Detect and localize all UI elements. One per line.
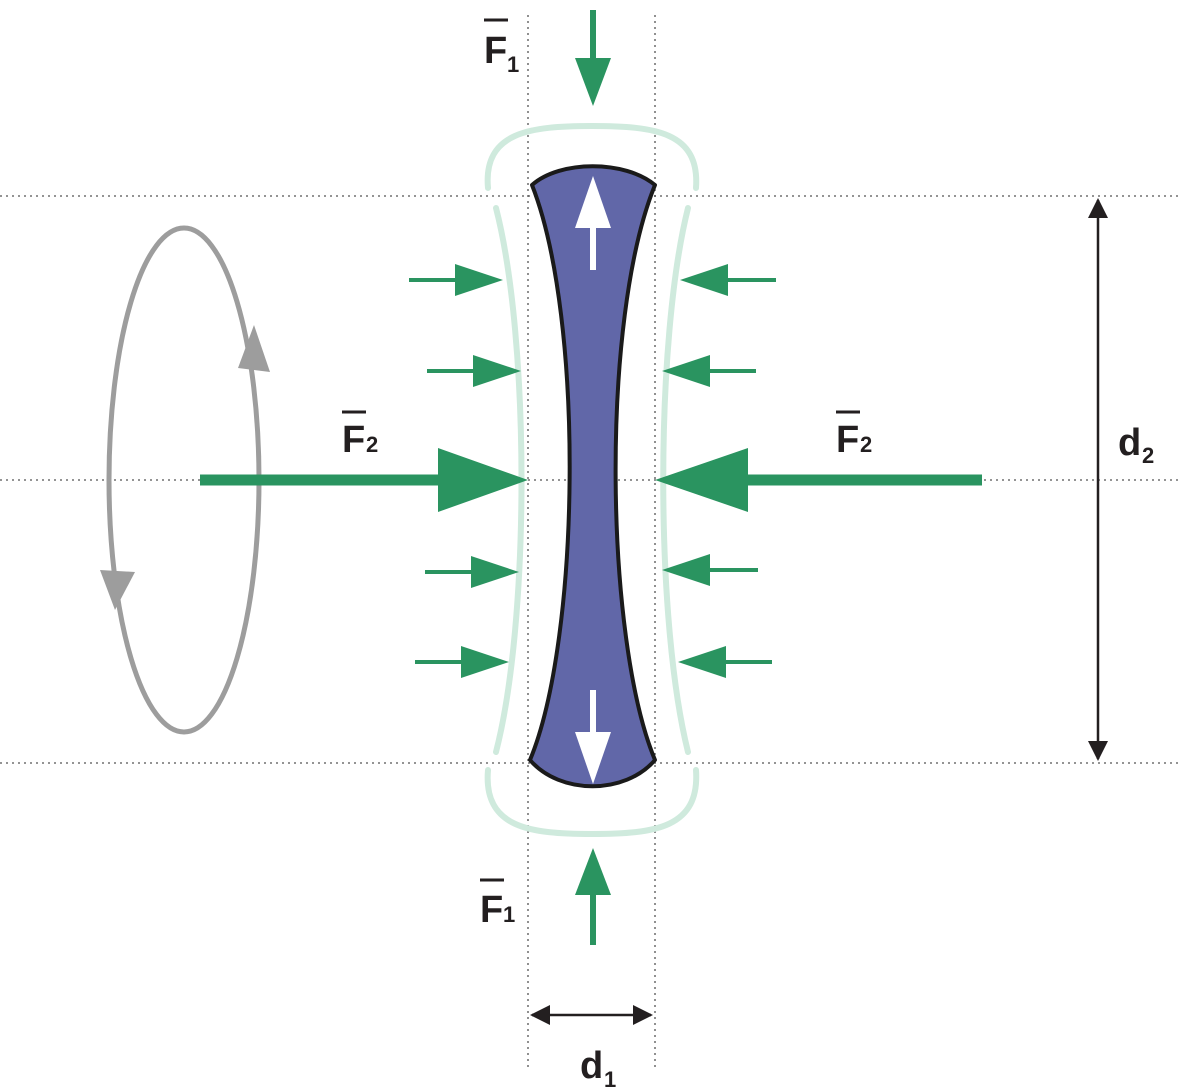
label-f2-left: F 2	[342, 410, 378, 461]
label-f1-top-main: F	[484, 30, 507, 72]
label-f1-top: F 1	[484, 18, 519, 77]
label-f1-bottom-sub: 1	[503, 902, 515, 927]
compression-arrow-right-1	[680, 264, 776, 296]
compression-arrows-right	[662, 264, 776, 678]
label-f2-right-sub: 2	[860, 432, 872, 457]
label-f2-left-sub: 2	[366, 432, 378, 457]
force-arrow-f1-bottom	[575, 848, 611, 945]
label-d1: d 1	[580, 1045, 616, 1089]
label-d2-main: d	[1118, 422, 1141, 464]
guide-lines	[0, 15, 1182, 1070]
force-arrow-f1-top	[575, 10, 611, 106]
cell-internal-arrow-down	[575, 690, 611, 784]
label-f1-top-sub: 1	[507, 52, 519, 77]
label-d2: d 2	[1118, 422, 1154, 468]
compression-arrow-left-2	[427, 355, 521, 387]
compression-arrow-right-4	[678, 646, 772, 678]
compression-arrow-left-3	[425, 556, 519, 588]
compression-arrow-right-3	[662, 554, 758, 586]
compression-arrow-right-2	[662, 355, 756, 387]
label-d1-sub: 1	[604, 1067, 616, 1089]
label-d1-main: d	[580, 1045, 603, 1087]
force-arrow-f2-left	[200, 448, 528, 512]
label-f2-right-main: F	[836, 419, 859, 461]
label-f1-bottom: F 1	[480, 878, 515, 931]
compression-arrows-left	[409, 264, 521, 678]
stretched-cell	[528, 164, 657, 789]
force-arrow-f2-right	[655, 448, 982, 512]
label-f2-right: F 2	[836, 410, 872, 461]
label-d2-sub: 2	[1142, 443, 1154, 468]
label-f1-bottom-main: F	[480, 889, 503, 931]
cell-internal-arrow-up	[575, 176, 611, 270]
label-f2-left-main: F	[342, 419, 365, 461]
compression-arrow-left-4	[415, 646, 509, 678]
compression-arrow-left-1	[409, 264, 503, 296]
